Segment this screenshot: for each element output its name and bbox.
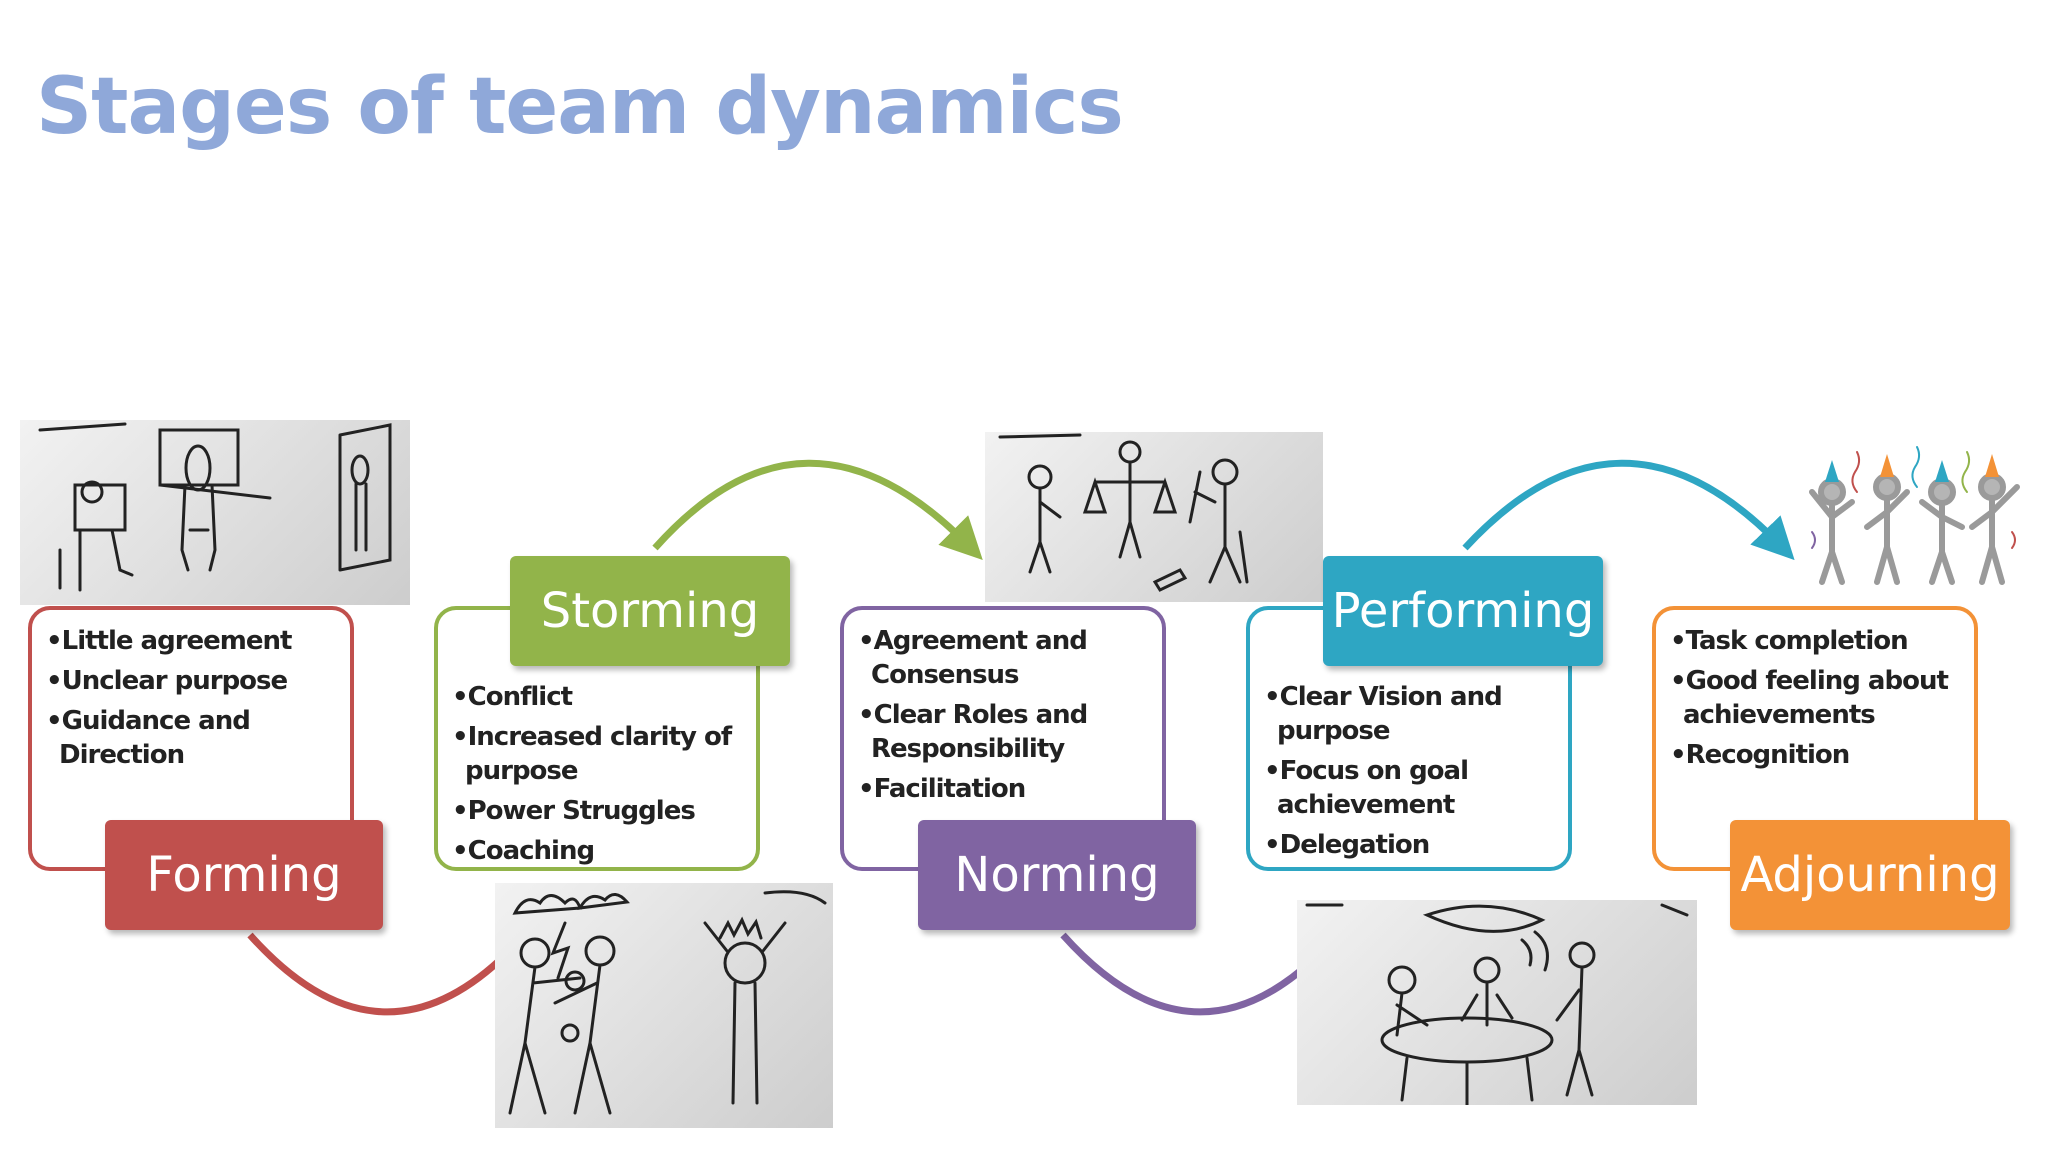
storming-stage-label: Storming	[510, 556, 790, 666]
forming-stage-label: Forming	[105, 820, 383, 930]
performing-item: Delegation	[1264, 828, 1560, 862]
forming-to-storming-arc	[247, 932, 503, 1016]
norming-stage-label: Norming	[918, 820, 1196, 930]
performing-sketch-image	[1297, 900, 1697, 1105]
norming-sketch-image	[985, 432, 1323, 602]
norming-item: Clear Roles and Responsibility	[858, 698, 1154, 766]
adjourning-stage-label: Adjourning	[1730, 820, 2010, 930]
forming-item: Unclear purpose	[46, 664, 342, 698]
storming-item: Conflict	[452, 680, 748, 714]
adjourning-item-list: Task completion Good feeling about achie…	[1670, 624, 1966, 778]
performing-item: Focus on goal achievement	[1264, 754, 1560, 822]
storming-item: Coaching	[452, 834, 748, 868]
norming-item: Facilitation	[858, 772, 1154, 806]
norming-item-list: Agreement and Consensus Clear Roles and …	[858, 624, 1154, 812]
adjourning-item: Good feeling about achievements	[1670, 664, 1966, 732]
storming-sketch-image	[495, 883, 833, 1128]
forming-item: Little agreement	[46, 624, 342, 658]
adjourning-sketch-image	[1797, 432, 2027, 597]
forming-item-list: Little agreement Unclear purpose Guidanc…	[46, 624, 342, 778]
storming-item: Increased clarity of purpose	[452, 720, 748, 788]
norming-to-performing-arc	[1060, 932, 1316, 1016]
adjourning-item: Recognition	[1670, 738, 1966, 772]
storming-to-norming-arc	[652, 459, 983, 560]
performing-stage-label: Performing	[1323, 556, 1603, 666]
performing-to-adjourning-arc	[1462, 459, 1795, 561]
forming-item: Guidance and Direction	[46, 704, 342, 772]
performing-item-list: Clear Vision and purpose Focus on goal a…	[1264, 680, 1560, 868]
forming-sketch-image	[20, 420, 410, 605]
adjourning-item: Task completion	[1670, 624, 1966, 658]
norming-item: Agreement and Consensus	[858, 624, 1154, 692]
performing-item: Clear Vision and purpose	[1264, 680, 1560, 748]
page-title: Stages of team dynamics	[36, 62, 1124, 152]
storming-item-list: Conflict Increased clarity of purpose Po…	[452, 680, 748, 874]
storming-item: Power Struggles	[452, 794, 748, 828]
